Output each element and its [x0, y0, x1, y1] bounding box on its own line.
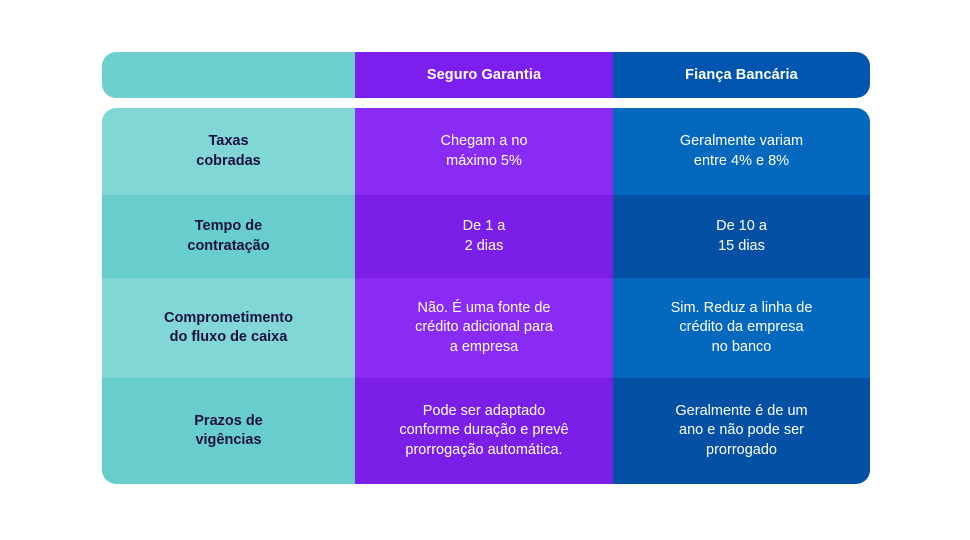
table-header-cell-seguro-garantia: Seguro Garantia	[355, 52, 613, 98]
comparison-table: Seguro Garantia Fiança Bancária Taxas co…	[102, 52, 870, 484]
row-value-fianca-prazos: Geralmente é de um ano e não pode ser pr…	[613, 378, 870, 484]
row-label-tempo-de-contratacao: Tempo de contratação	[102, 195, 355, 278]
table-body: Taxas cobradas Chegam a no máximo 5% Ger…	[102, 108, 870, 484]
table-row: Comprometimento do fluxo de caixa Não. É…	[102, 278, 870, 378]
row-value-seguro-comprometimento: Não. É uma fonte de crédito adicional pa…	[355, 278, 613, 378]
row-label-prazos-de-vigencias: Prazos de vigências	[102, 378, 355, 484]
row-value-seguro-taxas: Chegam a no máximo 5%	[355, 108, 613, 195]
table-header-cell-label	[102, 52, 355, 98]
row-label-taxas-cobradas: Taxas cobradas	[102, 108, 355, 195]
row-value-seguro-tempo: De 1 a 2 dias	[355, 195, 613, 278]
table-row: Prazos de vigências Pode ser adaptado co…	[102, 378, 870, 484]
row-value-fianca-comprometimento: Sim. Reduz a linha de crédito da empresa…	[613, 278, 870, 378]
table-header-cell-fianca-bancaria: Fiança Bancária	[613, 52, 870, 98]
row-value-fianca-taxas: Geralmente variam entre 4% e 8%	[613, 108, 870, 195]
table-row: Tempo de contratação De 1 a 2 dias De 10…	[102, 195, 870, 278]
row-value-seguro-prazos: Pode ser adaptado conforme duração e pre…	[355, 378, 613, 484]
row-label-comprometimento-fluxo-caixa: Comprometimento do fluxo de caixa	[102, 278, 355, 378]
row-value-fianca-tempo: De 10 a 15 dias	[613, 195, 870, 278]
table-row: Taxas cobradas Chegam a no máximo 5% Ger…	[102, 108, 870, 195]
table-header-row: Seguro Garantia Fiança Bancária	[102, 52, 870, 98]
